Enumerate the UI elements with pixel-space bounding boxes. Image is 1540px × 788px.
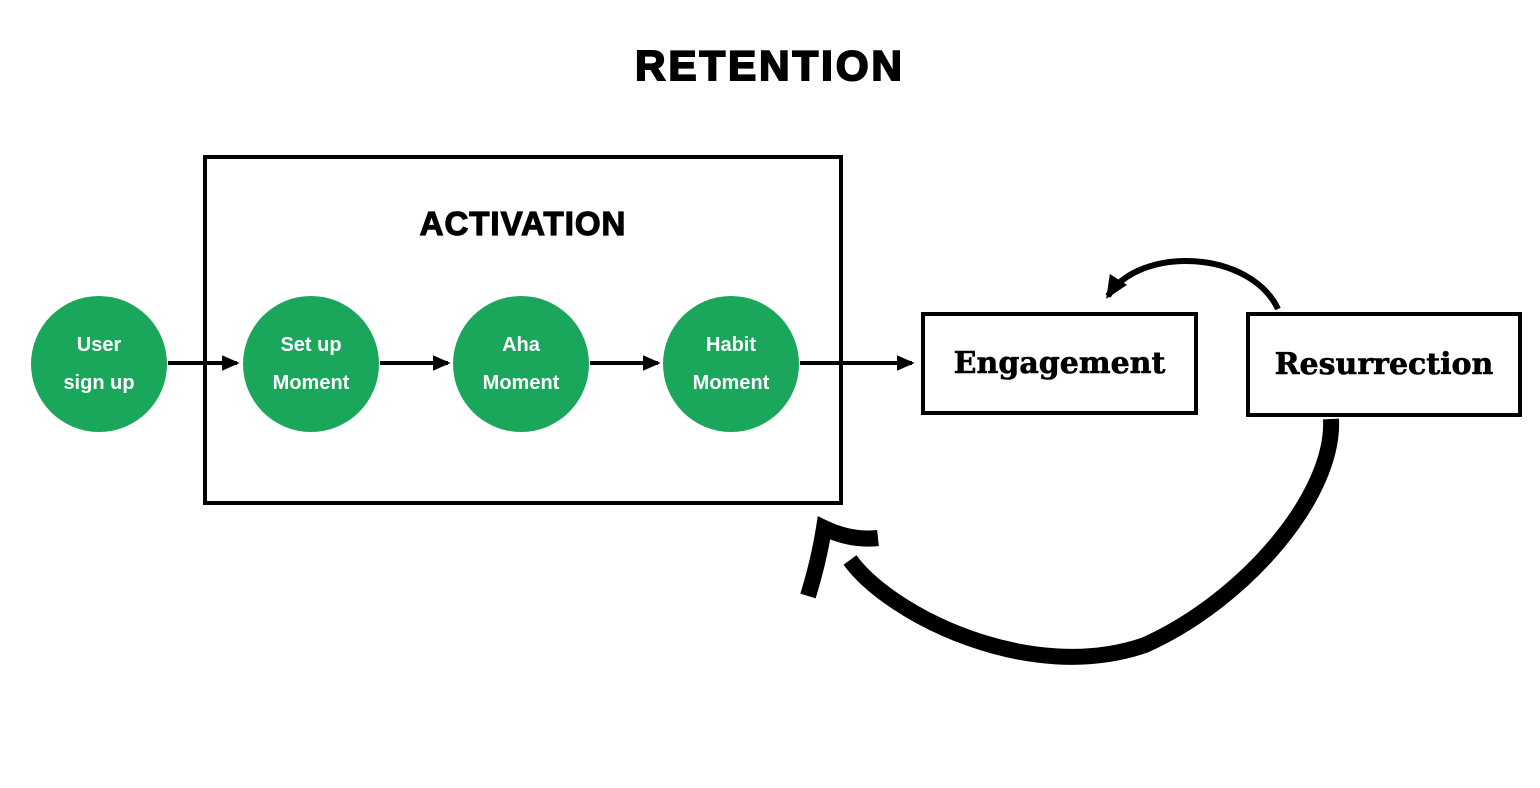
stage-circle-user-sign-up: User sign up [31, 296, 167, 432]
resurrection-box: Resurrection [1246, 312, 1522, 417]
activation-group-box [203, 155, 843, 505]
arrow-resurrection-to-activation-curve [843, 418, 1340, 665]
stage-label-line: Moment [482, 372, 560, 394]
resurrection-label: Resurrection [1274, 347, 1494, 383]
engagement-label: Engagement [953, 346, 1166, 382]
stage-circle-aha-moment: Aha Moment [453, 296, 589, 432]
stage-label-line: Set up [280, 334, 342, 356]
stage-label-line: Aha [502, 334, 540, 356]
stage-label-line: sign up [63, 372, 135, 394]
page-title: RETENTION [634, 41, 905, 90]
engagement-box: Engagement [921, 312, 1198, 415]
stage-circle-set-up-moment: Set up Moment [243, 296, 379, 432]
activation-group-label: ACTIVATION [419, 204, 627, 242]
stage-label-line: Habit [706, 334, 756, 356]
stage-label-line: Moment [272, 372, 350, 394]
arrow-resurrection-to-activation-head [800, 516, 879, 599]
stage-label-line: User [76, 334, 122, 356]
arrow-resurrection-to-engagement [1105, 258, 1281, 311]
stage-circle-habit-moment: Habit Moment [663, 296, 799, 432]
stage-label-line: Moment [692, 372, 770, 394]
